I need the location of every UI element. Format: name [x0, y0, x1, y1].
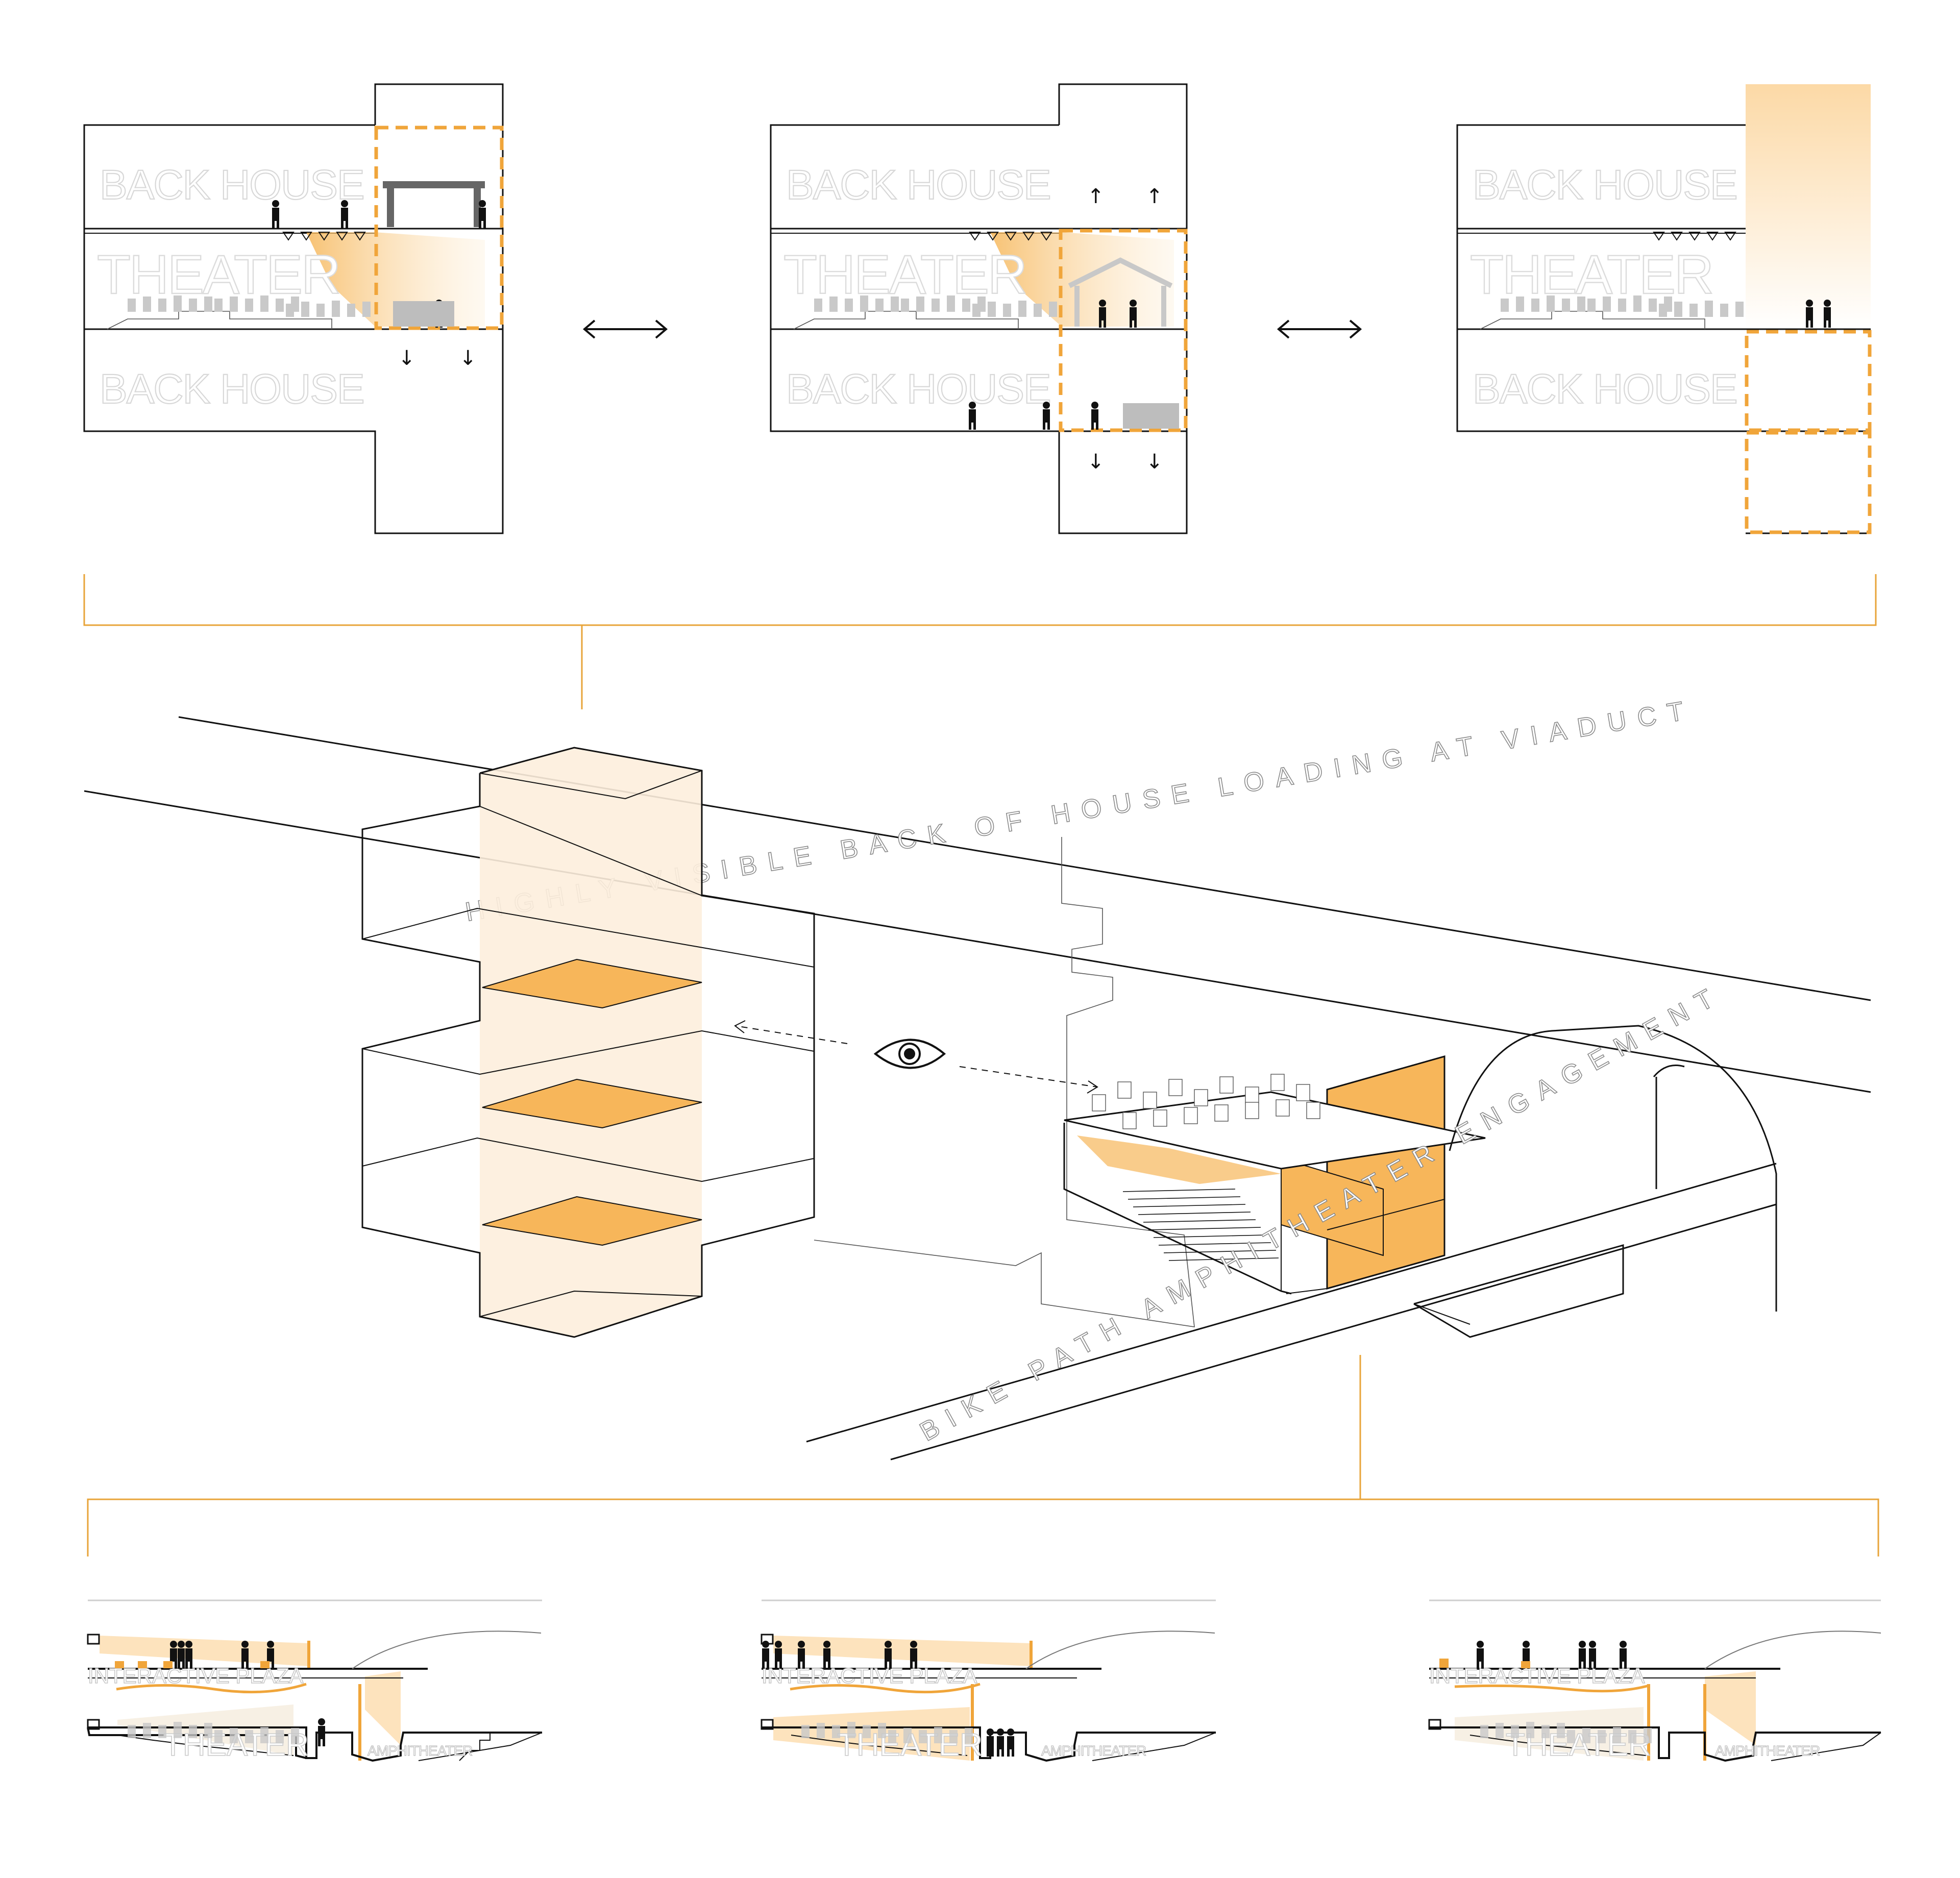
plaza-label-3: INTERACTIVE PLAZA — [1429, 1664, 1645, 1688]
theater-label-1: THEATER — [97, 243, 339, 305]
bottom-section-2: INTERACTIVE PLAZA THEATER AMPHITHEATER — [761, 1599, 1216, 1763]
amphi-label-1: AMPHITHEATER — [368, 1743, 472, 1759]
backhouse-upper-label-1: BACK HOUSE — [100, 162, 364, 208]
backhouse-upper-label-2: BACK HOUSE — [786, 162, 1050, 208]
eye-icon — [873, 1039, 946, 1069]
up-arrow-icon: ↑ — [1146, 185, 1163, 208]
theater-label-b2: THEATER — [837, 1727, 983, 1763]
down-arrow-icon: ↓ — [398, 347, 415, 370]
top-section-1: BACK HOUSE THEATER BACK HOUSE ↓ ↓ — [83, 83, 504, 534]
fly-tower — [361, 747, 815, 1338]
amphi-label-2: AMPHITHEATER — [1041, 1743, 1146, 1759]
double-arrow-icon — [582, 319, 668, 339]
up-arrow-icon: ↑ — [1087, 185, 1105, 208]
theater-label-2: THEATER — [783, 243, 1026, 305]
double-arrow-icon — [1277, 319, 1362, 339]
backhouse-lower-label-2: BACK HOUSE — [786, 366, 1050, 412]
backhouse-lower-label-1: BACK HOUSE — [100, 366, 364, 412]
axonometric: HIGHLY VISIBLE BACK OF HOUSE LOADING AT … — [84, 694, 1871, 1461]
plaza-label-2: INTERACTIVE PLAZA — [762, 1664, 977, 1688]
bracket-bottom — [87, 1355, 1879, 1556]
theater-block — [1063, 1055, 1486, 1295]
backhouse-upper-label-3: BACK HOUSE — [1473, 162, 1737, 208]
down-arrow-icon: ↓ — [1146, 450, 1163, 474]
top-section-2: BACK HOUSE THEATER BACK HOUSE ↑ ↑ ↓ ↓ — [770, 83, 1188, 534]
amphi-label-3: AMPHITHEATER — [1715, 1743, 1820, 1759]
top-section-3: BACK HOUSE THEATER BACK HOUSE — [1456, 84, 1872, 534]
bottom-section-1: INTERACTIVE PLAZA THEATER AMPHITHEATER — [87, 1599, 543, 1763]
bracket-top — [83, 574, 1877, 709]
down-arrow-icon: ↓ — [459, 347, 477, 370]
down-arrow-icon: ↓ — [1087, 450, 1105, 474]
theater-label-3: THEATER — [1470, 243, 1712, 305]
backhouse-lower-label-3: BACK HOUSE — [1473, 366, 1737, 412]
bottom-section-3: INTERACTIVE PLAZA THEATER AMPHITHEATER — [1428, 1599, 1881, 1763]
